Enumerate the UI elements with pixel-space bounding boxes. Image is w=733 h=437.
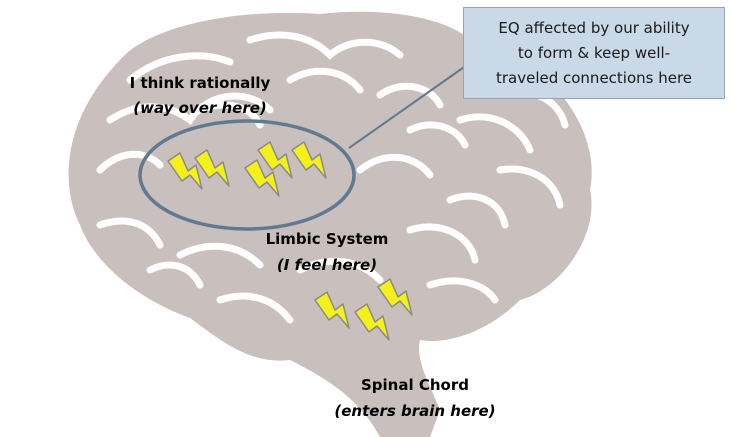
eq-callout-box: EQ affected by our ability to form & kee…: [463, 7, 725, 99]
lightning-bolt-icon: [377, 278, 413, 316]
cortex-oval: [138, 119, 356, 231]
lightning-bolt-icon: [244, 159, 280, 197]
lightning-bolt-icon: [314, 291, 350, 329]
rational-subtitle: (way over here): [133, 99, 267, 117]
lightning-bolt-icon: [167, 152, 203, 190]
callout-line: to form & keep well-: [517, 44, 671, 62]
rational-title: I think rationally: [129, 74, 271, 92]
lightning-bolt-icon: [291, 141, 327, 179]
lightning-bolt-icon: [194, 149, 230, 187]
limbic-subtitle: (I feel here): [276, 256, 378, 274]
limbic-title: Limbic System: [265, 230, 389, 248]
callout-connector: [348, 64, 468, 149]
callout-line: traveled connections here: [495, 69, 693, 87]
spinal-title: Spinal Chord: [361, 376, 469, 394]
callout-line: EQ affected by our ability: [498, 19, 690, 37]
lightning-bolt-icon: [257, 141, 293, 179]
spinal-subtitle: (enters brain here): [334, 402, 496, 420]
lightning-bolt-icon: [354, 303, 390, 341]
